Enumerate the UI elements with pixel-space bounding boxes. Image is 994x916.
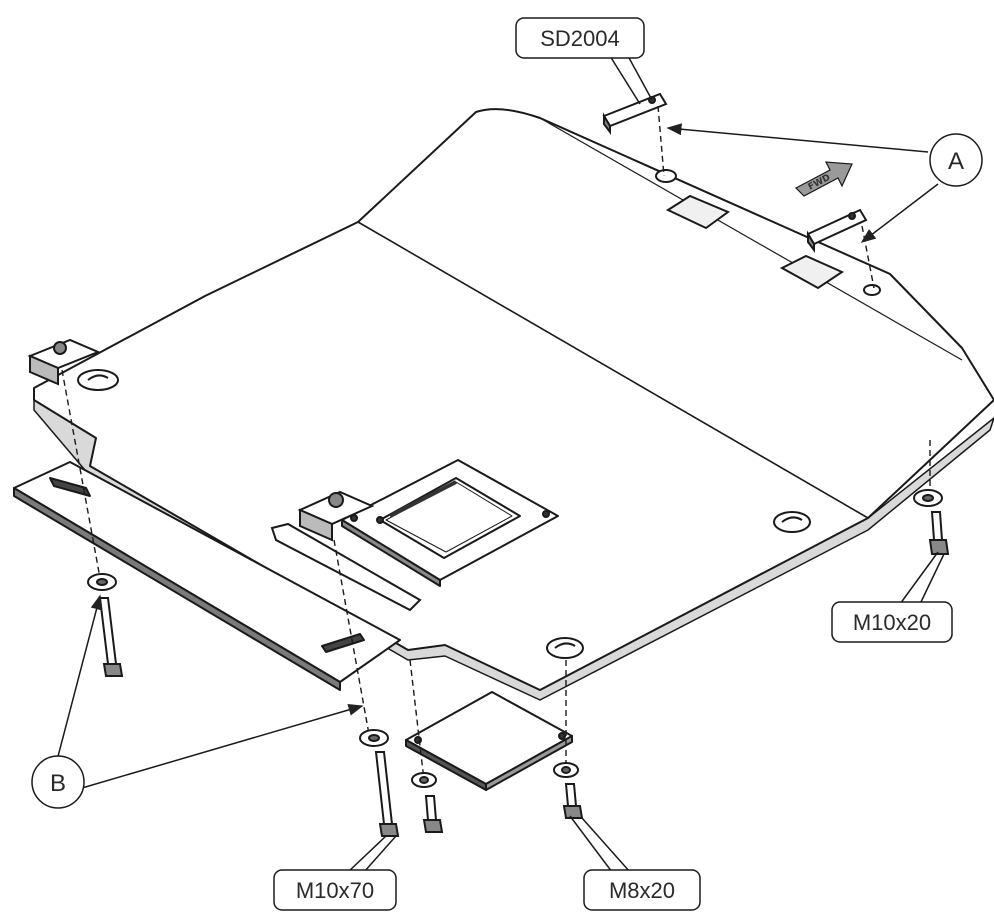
cover-plate <box>405 691 573 791</box>
fwd-arrow-icon: FWD <box>795 161 853 197</box>
access-panel <box>341 459 559 587</box>
bolt-label-m10x20-text: M10x20 <box>853 610 931 635</box>
bolt-label-m8x20-text: M8x20 <box>609 878 675 903</box>
bolt-label-m10x70-text: M10x70 <box>296 878 374 903</box>
edge-openings <box>655 169 881 296</box>
callout-b: B <box>31 755 85 809</box>
bolt-label-m10x70: M10x70 <box>273 869 397 911</box>
clip-plates <box>602 92 868 253</box>
mounting-holes <box>77 369 811 659</box>
clip-nuts <box>27 338 375 542</box>
bolt-label-m10x20: M10x20 <box>831 601 953 643</box>
part-code-label: SD2004 <box>515 17 645 59</box>
leader-lines <box>55 55 945 873</box>
slot-strip <box>270 522 422 612</box>
callout-a-text: A <box>948 148 964 175</box>
washers <box>87 489 943 788</box>
bolt-label-m8x20: M8x20 <box>583 869 701 911</box>
part-code-text: SD2004 <box>540 26 620 51</box>
callout-a: A <box>929 133 983 187</box>
front-bracket-strip <box>13 461 401 691</box>
bolts <box>98 511 950 837</box>
callout-b-text: B <box>50 770 66 797</box>
